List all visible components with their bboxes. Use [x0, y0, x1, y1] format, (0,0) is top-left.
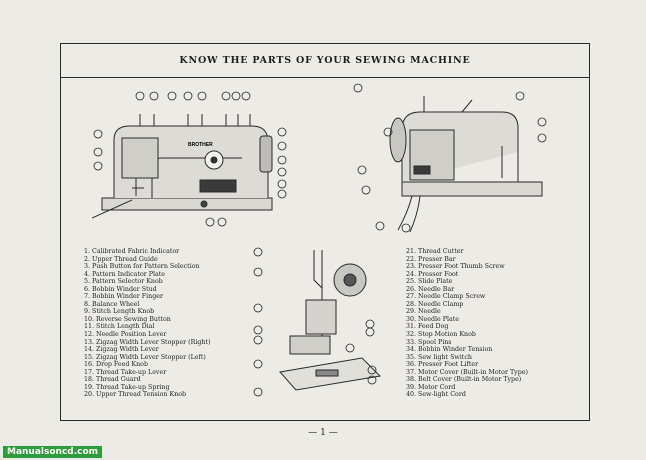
page-frame: KNOW THE PARTS OF YOUR SEWING MACHINE — [60, 43, 590, 421]
needle-area-diagram — [253, 247, 382, 397]
brand-label: BROTHER — [188, 142, 213, 148]
list-item: 15. Zigzag Width Lever Stopper (Left) — [84, 353, 206, 361]
list-item: 16. Drop Feed Knob — [84, 361, 148, 369]
list-item: 34. Bobbin Winder Tension — [406, 346, 493, 354]
list-item: 23. Presser Foot Thumb Screw — [406, 263, 505, 271]
list-item: 1. Calibrated Fabric Indicator — [84, 248, 180, 255]
page-number: — 1 — — [308, 428, 338, 438]
list-item: 35. Sew light Switch — [406, 353, 472, 361]
list-item: 37. Motor Cover (Built-in Motor Type) — [406, 368, 528, 376]
list-item: 13. Zigzag Width Lever Stopper (Right) — [84, 338, 211, 346]
list-item: 6. Bobbin Winder Stud — [84, 285, 157, 293]
watermark-link[interactable]: Manualsoncd.com — [3, 446, 103, 458]
list-item: 3. Push Button for Pattern Selection — [84, 263, 200, 271]
list-item: 14. Zigzag Width Lever — [84, 346, 159, 354]
list-item: 7. Bobbin Winder Finger — [84, 293, 163, 301]
list-item: 21. Thread Cutter — [406, 248, 464, 255]
list-item: 28. Needle Clamp — [406, 300, 464, 308]
list-item: 4. Pattern Indicator Plate — [84, 270, 166, 278]
list-item: 24. Presser Foot — [406, 270, 459, 278]
list-item: 9. Stitch Length Knob — [84, 308, 155, 316]
parts-list-right: 21. Thread Cutter 22. Presser Bar 23. Pr… — [406, 248, 528, 399]
list-item: 31. Feed Dog — [406, 323, 449, 331]
list-item: 29. Needle — [406, 308, 441, 316]
list-item: 33. Spool Pins — [406, 338, 452, 346]
list-item: 38. Belt Cover (Built-in Motor Type) — [406, 376, 522, 384]
list-item: 10. Reverse Sewing Button — [84, 315, 171, 323]
list-item: 22. Presser Bar — [406, 255, 456, 263]
list-item: 30. Needle Plate — [406, 315, 460, 323]
parts-list-left: 1. Calibrated Fabric Indicator 2. Upper … — [84, 248, 210, 399]
list-item: 20. Upper Thread Tension Knob — [84, 391, 187, 399]
list-item: 25. Slide Plate — [406, 278, 453, 286]
list-item: 32. Stop Motion Knob — [406, 331, 476, 339]
list-item: 12. Needle Position Lever — [84, 331, 167, 339]
list-item: 11. Stitch Length Dial — [84, 323, 155, 331]
list-item: 39. Motor Cord — [406, 383, 456, 391]
page-title: KNOW THE PARTS OF YOUR SEWING MACHINE — [179, 55, 471, 66]
list-item: 5. Pattern Selector Knob — [84, 278, 163, 286]
title-bar: KNOW THE PARTS OF YOUR SEWING MACHINE — [61, 44, 589, 78]
list-item: 17. Thread Take-up Lever — [84, 368, 167, 376]
list-item: 26. Needle Bar — [406, 285, 455, 293]
list-item: 27. Needle Clamp Screw — [406, 293, 486, 301]
list-item: 19. Thread Take-up Spring — [84, 383, 170, 391]
list-item: 36. Presser Foot Lifter — [406, 361, 479, 369]
machine-rear-diagram — [353, 83, 547, 233]
machine-front-diagram: BROTHER — [92, 91, 287, 227]
list-item: 2. Upper Thread Guide — [84, 255, 158, 263]
list-item: 40. Sew-light Cord — [406, 391, 466, 399]
list-item: 8. Balance Wheel — [84, 300, 140, 308]
list-item: 18. Thread Guard — [84, 376, 141, 384]
